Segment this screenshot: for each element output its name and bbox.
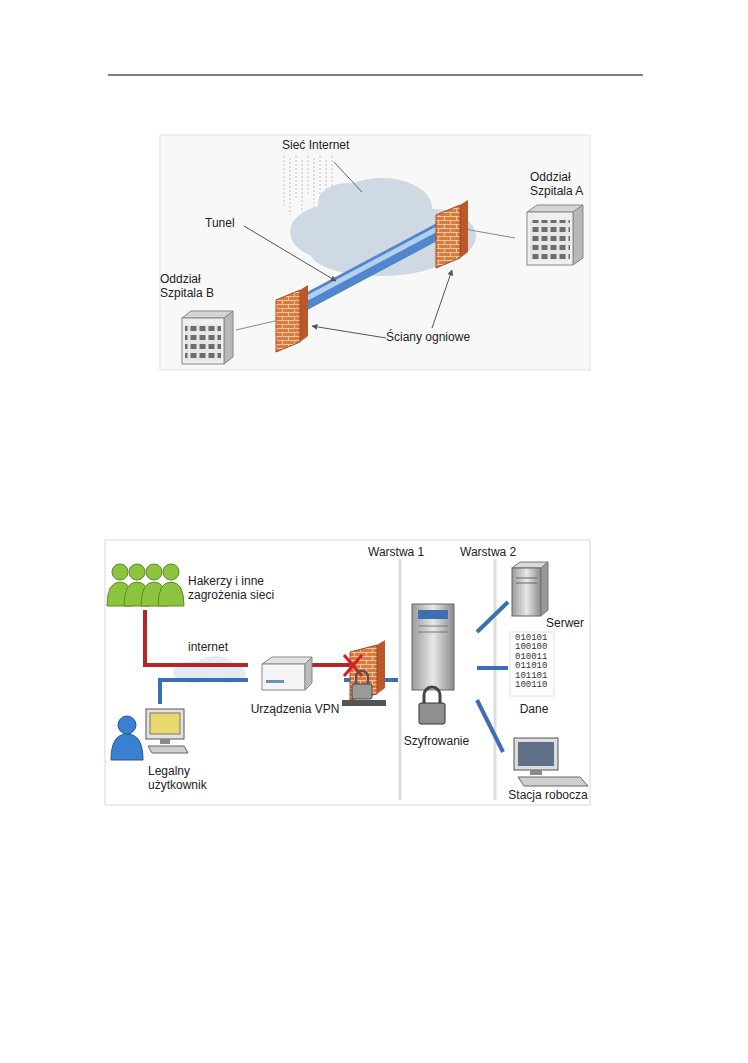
figure-frame (105, 540, 590, 805)
node-label: Oddział Szpitala A (530, 170, 606, 199)
node-label: Szyfrowanie (398, 734, 475, 748)
user-computer-icon (111, 709, 188, 760)
node-label: Dane (508, 702, 560, 716)
building-node: Oddział Szpitala B (158, 270, 236, 367)
data-document-icon (510, 632, 554, 696)
leader-line (432, 270, 452, 328)
hacker-group-icon (107, 564, 184, 606)
leader-line (334, 162, 362, 192)
figure-frame (160, 135, 590, 370)
header-rule (108, 75, 643, 76)
building-icon (182, 311, 233, 364)
user-node: Legalny użytkownik (105, 704, 230, 800)
firewall-icon (276, 285, 308, 352)
network-label: internet (186, 640, 230, 654)
tunnel-label: Tunel (205, 216, 235, 230)
server-icon (412, 604, 454, 724)
cloud-label: Sieć Internet (282, 138, 349, 152)
node-label: Stacja robocza (503, 788, 593, 802)
workstation-icon (514, 738, 588, 786)
threat-node: Hakerzy i inne zagrożenia sieci (105, 556, 327, 610)
node-label: Serwer (546, 616, 590, 630)
padlock-icon (342, 671, 386, 706)
layer-line (399, 545, 402, 800)
connector (145, 610, 248, 665)
node-label: Hakerzy i inne zagrożenia sieci (188, 574, 316, 603)
building-icon (527, 205, 583, 265)
data-node: 010101 100100 010011 011010 101101 10011… (508, 630, 562, 718)
node-label: Urządzenia VPN (248, 702, 342, 716)
layer-line (494, 545, 497, 800)
encryption-node: Szyfrowanie (398, 598, 477, 754)
connector (160, 680, 248, 704)
building-node: Oddział Szpitala A (515, 168, 608, 268)
firewall-icon (436, 200, 468, 268)
firewall-label: Ściany ogniowe (386, 330, 470, 344)
layer-label: Warstwa 1 (366, 545, 426, 559)
vpn-device-node: Urządzenia VPN (248, 654, 344, 724)
node-label: Oddział Szpitala B (160, 272, 232, 301)
connector (477, 602, 508, 632)
connector (477, 666, 508, 670)
leader-line (312, 326, 386, 338)
server-icon (512, 562, 548, 616)
node-label: Legalny użytkownik (148, 764, 228, 793)
server-node: Serwer (508, 558, 592, 632)
vpn-device-icon (262, 657, 312, 690)
leader-line (244, 226, 336, 281)
workstation-node: Stacja robocza (503, 732, 595, 804)
layer-label: Warstwa 2 (458, 545, 518, 559)
node-label: 010101 100100 010011 011010 101101 10011… (515, 634, 551, 691)
connector (477, 700, 503, 752)
